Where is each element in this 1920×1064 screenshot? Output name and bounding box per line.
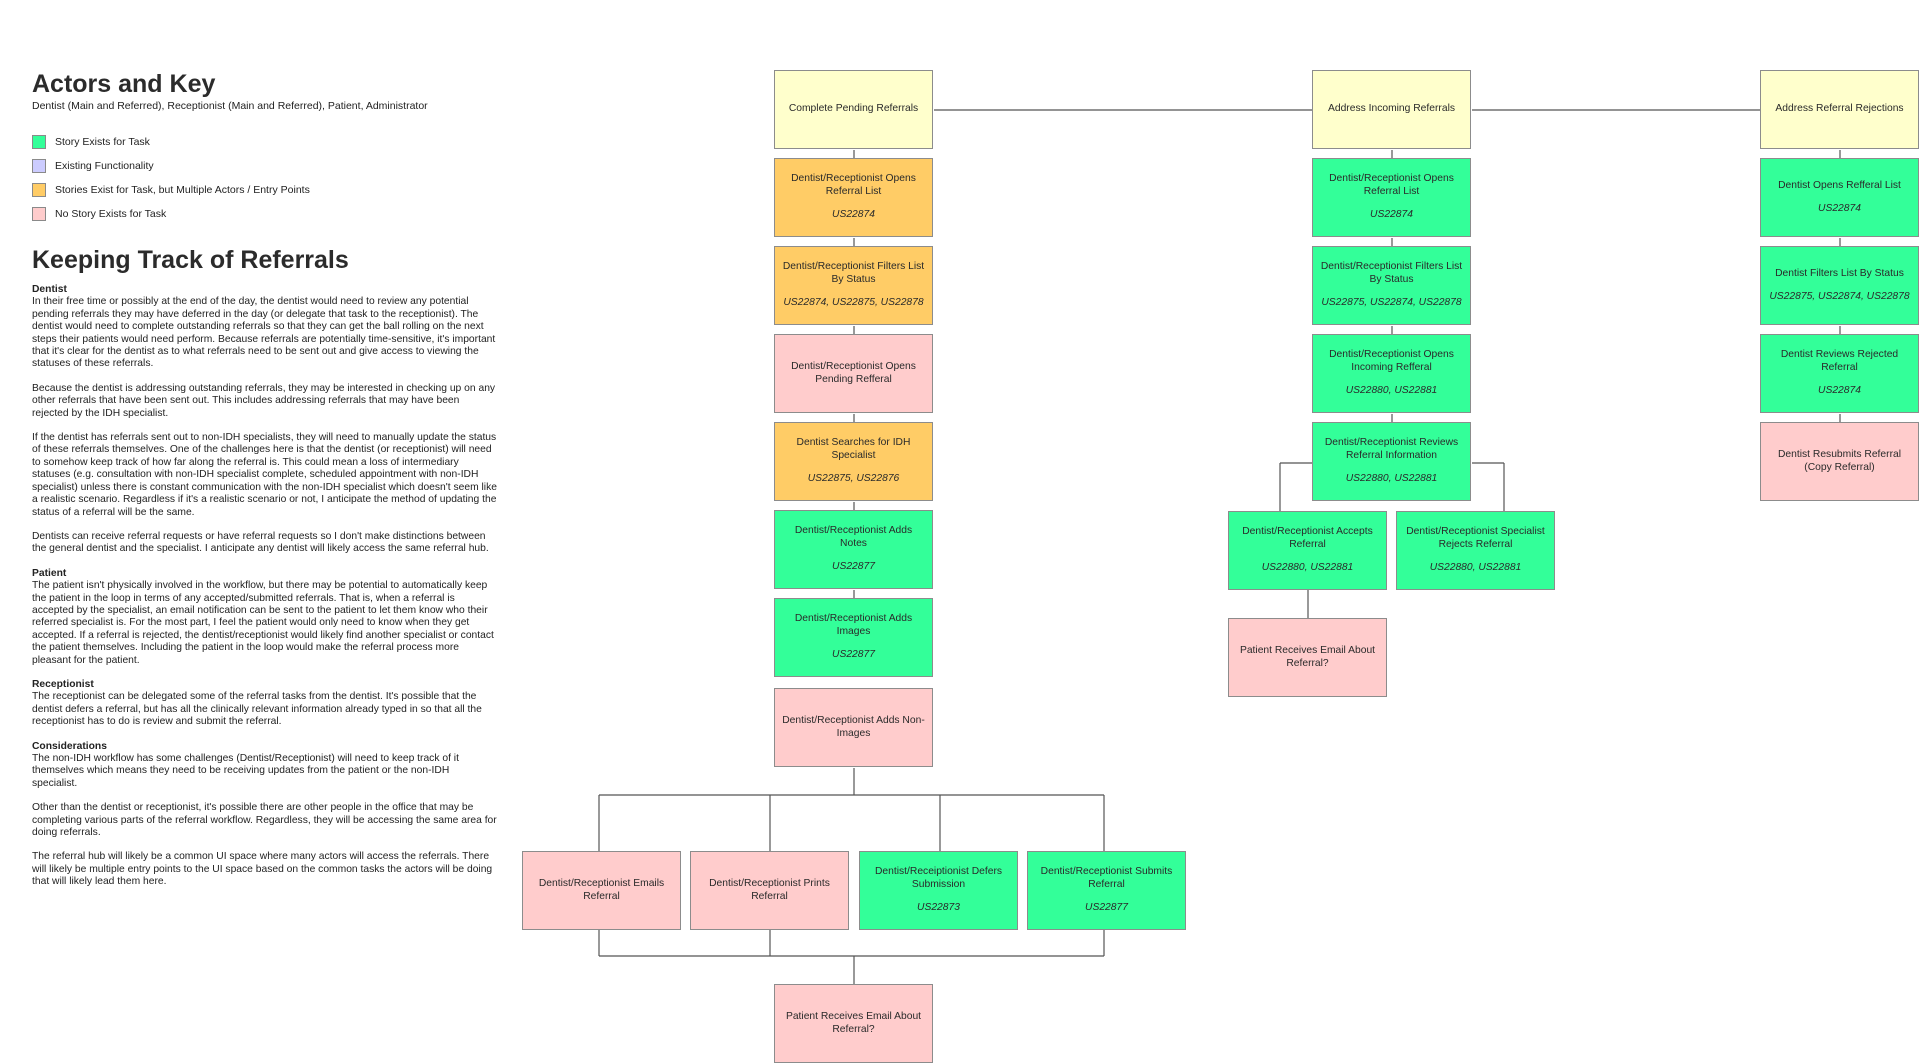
task-resubmits-referral: Dentist Resubmits Referral (Copy Referra…	[1760, 422, 1919, 501]
box-label: Address Referral Rejections	[1775, 103, 1904, 115]
task-adds-notes: Dentist/Receptionist Adds Notes US22877	[774, 510, 933, 589]
considerations-heading: Considerations	[32, 740, 107, 752]
story-code: US22873	[917, 902, 960, 914]
box-label: Dentist/Receptionist Opens Referral List	[791, 173, 916, 197]
pink-swatch-icon	[32, 207, 46, 221]
task-filters-list-by-status: Dentist/Receptionist Filters List By Sta…	[1312, 246, 1471, 325]
header-address-referral-rejections: Address Referral Rejections	[1760, 70, 1919, 149]
box-label: Dentist/Receptionist Submits Referral	[1040, 866, 1173, 890]
story-code: US22874, US22875, US22878	[783, 297, 924, 309]
task-reviews-rejected-referral: Dentist Reviews Rejected Referral US2287…	[1760, 334, 1919, 413]
task-opens-incoming-referral: Dentist/Receptionist Opens Incoming Reff…	[1312, 334, 1471, 413]
task-filters-list-by-status: Dentist Filters List By Status US22875, …	[1760, 246, 1919, 325]
task-rejects-referral: Dentist/Receptionist Specialist Rejects …	[1396, 511, 1555, 590]
considerations-paragraph: The referral hub will likely be a common…	[32, 851, 493, 888]
key-label: No Story Exists for Task	[55, 208, 167, 220]
story-code: US22874	[832, 209, 875, 221]
patient-paragraph: The patient isn't physically involved in…	[32, 580, 494, 666]
key-item-multiple-actors: Stories Exist for Task, but Multiple Act…	[32, 182, 310, 198]
story-code: US22880, US22881	[1429, 562, 1522, 574]
task-opens-pending-referral: Dentist/Receptionist Opens Pending Reffe…	[774, 334, 933, 413]
box-label: Dentist/Receptionist Filters List By Sta…	[1320, 261, 1463, 285]
box-label: Dentist/Receptionist Adds Images	[794, 613, 913, 637]
dentist-paragraph: Because the dentist is addressing outsta…	[32, 382, 496, 419]
key-label: Story Exists for Task	[55, 136, 150, 148]
story-code: US22877	[832, 561, 875, 573]
receptionist-paragraph: The receptionist can be delegated some o…	[32, 691, 482, 728]
box-label: Patient Receives Email About Referral?	[785, 1011, 922, 1035]
box-label: Dentist Opens Refferal List	[1778, 179, 1901, 191]
actors-subtitle: Dentist (Main and Referred), Receptionis…	[32, 100, 428, 112]
task-submits-referral: Dentist/Receptionist Submits Referral US…	[1027, 851, 1186, 930]
header-address-incoming-referrals: Address Incoming Referrals	[1312, 70, 1471, 149]
referrals-description: Dentist In their free time or possibly a…	[32, 284, 497, 901]
key-label: Stories Exist for Task, but Multiple Act…	[55, 184, 310, 196]
key-item-story-exists: Story Exists for Task	[32, 134, 150, 150]
story-code: US22874	[1818, 203, 1861, 214]
story-code: US22874	[1370, 209, 1413, 221]
story-code: US22875, US22874, US22878	[1321, 297, 1462, 309]
box-label: Dentist Resubmits Referral (Copy Referra…	[1777, 449, 1902, 473]
green-swatch-icon	[32, 135, 46, 149]
box-label: Dentist/Receptionist Adds Notes	[794, 525, 913, 549]
task-prints-referral: Dentist/Receptionist Prints Referral	[690, 851, 849, 930]
task-filters-list-by-status: Dentist/Receptionist Filters List By Sta…	[774, 246, 933, 325]
dentist-paragraph: Dentists can receive referral requests o…	[32, 530, 489, 555]
orange-swatch-icon	[32, 183, 46, 197]
patient-heading: Patient	[32, 567, 67, 579]
box-label: Dentist Searches for IDH Specialist	[796, 437, 911, 461]
story-code: US22880, US22881	[1345, 473, 1438, 485]
task-reviews-referral-information: Dentist/Receptionist Reviews Referral In…	[1312, 422, 1471, 501]
story-code: US22877	[832, 649, 875, 661]
box-label: Dentist/Receptionist Specialist Rejects …	[1406, 526, 1545, 550]
box-label: Dentist/Receptionist Adds Non-Images	[782, 715, 925, 739]
story-code: US22875, US22876	[807, 473, 900, 485]
task-patient-receives-email: Patient Receives Email About Referral?	[1228, 618, 1387, 697]
dentist-paragraph: In their free time or possibly at the en…	[32, 296, 496, 370]
box-label: Address Incoming Referrals	[1327, 103, 1456, 115]
box-label: Dentist Reviews Rejected Referral	[1780, 349, 1899, 373]
header-complete-pending-referrals: Complete Pending Referrals	[774, 70, 933, 149]
box-label: Complete Pending Referrals	[788, 103, 919, 115]
box-label: Dentist/Receptionist Opens Referral List	[1329, 173, 1454, 197]
key-label: Existing Functionality	[55, 160, 154, 172]
box-label: Dentist/Receiptionist Defers Submission	[874, 866, 1003, 890]
referrals-title: Keeping Track of Referrals	[32, 246, 349, 274]
box-label: Dentist/Receptionist Prints Referral	[709, 878, 830, 902]
story-code: US22875, US22874, US22878	[1769, 291, 1910, 302]
task-opens-referral-list: Dentist/Receptionist Opens Referral List…	[774, 158, 933, 237]
story-code: US22880, US22881	[1261, 562, 1354, 574]
task-accepts-referral: Dentist/Receptionist Accepts Referral US…	[1228, 511, 1387, 590]
box-label: Dentist Filters List By Status	[1775, 267, 1904, 279]
task-emails-referral: Dentist/Receptionist Emails Referral	[522, 851, 681, 930]
task-defers-submission: Dentist/Receiptionist Defers Submission …	[859, 851, 1018, 930]
box-label: Dentist/Receptionist Reviews Referral In…	[1324, 437, 1459, 461]
dentist-paragraph: If the dentist has referrals sent out to…	[32, 432, 497, 518]
task-patient-receives-email: Patient Receives Email About Referral?	[774, 984, 933, 1063]
considerations-paragraph: Other than the dentist or receptionist, …	[32, 802, 497, 839]
box-label: Dentist/Receptionist Accepts Referral	[1242, 526, 1373, 550]
dentist-heading: Dentist	[32, 284, 67, 295]
box-label: Dentist/Receptionist Filters List By Sta…	[782, 261, 925, 285]
task-searches-idh-specialist: Dentist Searches for IDH Specialist US22…	[774, 422, 933, 501]
story-code: US22880, US22881	[1345, 385, 1438, 397]
box-label: Dentist/Receptionist Emails Referral	[538, 878, 665, 902]
key-item-no-story: No Story Exists for Task	[32, 206, 166, 222]
actors-title: Actors and Key	[32, 70, 216, 98]
task-adds-non-images: Dentist/Receptionist Adds Non-Images	[774, 688, 933, 767]
story-code: US22874	[1818, 385, 1861, 397]
box-label: Dentist/Receptionist Opens Incoming Reff…	[1329, 349, 1454, 373]
box-label: Dentist/Receptionist Opens Pending Reffe…	[791, 361, 916, 385]
purple-swatch-icon	[32, 159, 46, 173]
box-label: Patient Receives Email About Referral?	[1239, 645, 1376, 669]
receptionist-heading: Receptionist	[32, 678, 94, 690]
task-opens-referral-list: Dentist/Receptionist Opens Referral List…	[1312, 158, 1471, 237]
considerations-paragraph: The non-IDH workflow has some challenges…	[32, 753, 459, 789]
task-adds-images: Dentist/Receptionist Adds Images US22877	[774, 598, 933, 677]
key-item-existing-functionality: Existing Functionality	[32, 158, 154, 174]
story-code: US22877	[1085, 902, 1128, 914]
task-opens-referral-list: Dentist Opens Refferal List US22874	[1760, 158, 1919, 237]
